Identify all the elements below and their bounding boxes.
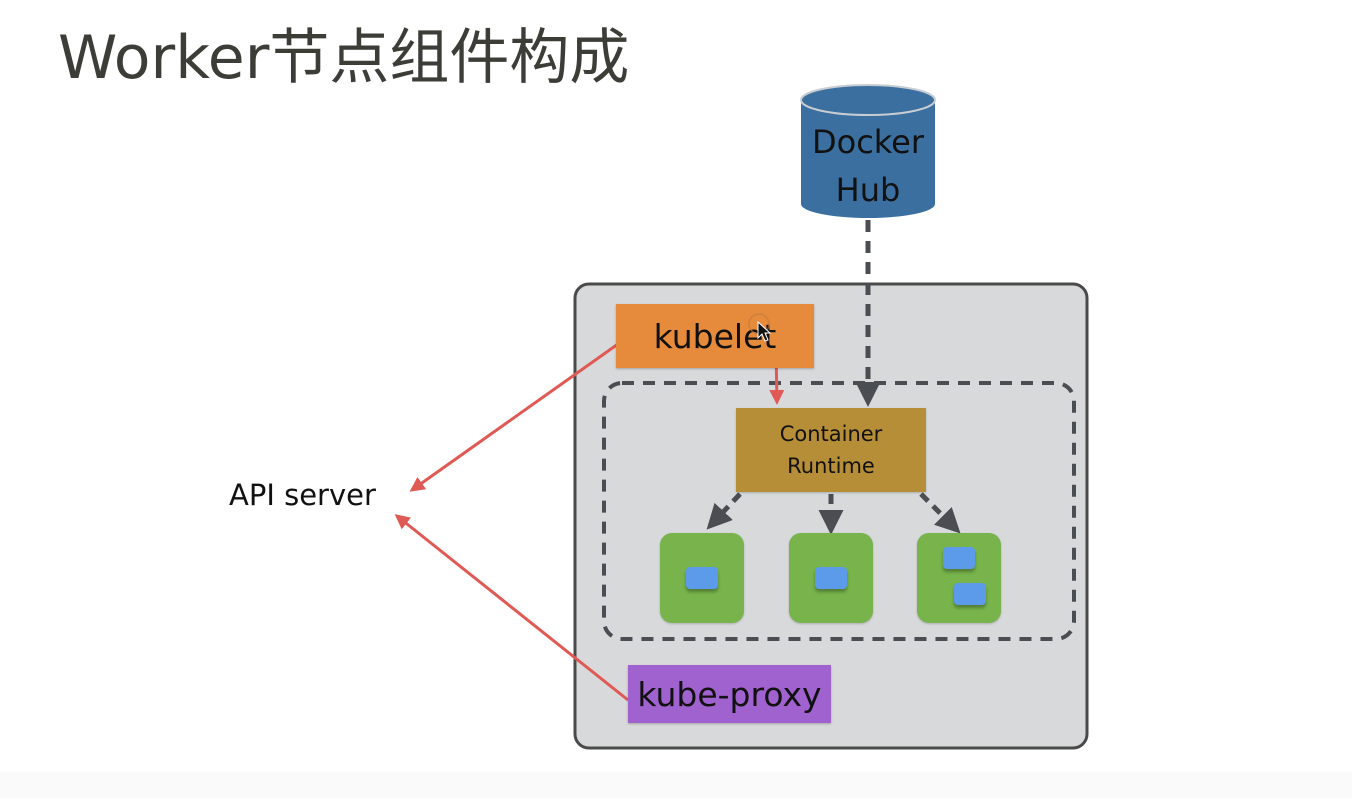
kube-proxy-box[interactable]: kube-proxy bbox=[628, 665, 831, 723]
docker-hub-cylinder-icon bbox=[800, 84, 936, 218]
docker-hub-label-line2: Hub bbox=[835, 171, 901, 209]
container-icon bbox=[954, 583, 986, 605]
docker-hub-label: Docker Hub bbox=[800, 118, 936, 214]
runtime-to-pod-3-arrow bbox=[919, 492, 961, 534]
api-server-label: API server bbox=[229, 478, 376, 512]
docker-hub-label-line1: Docker bbox=[811, 123, 925, 161]
container-icon bbox=[815, 567, 847, 589]
container-icon bbox=[943, 547, 975, 569]
runtime-to-pod-1-arrow bbox=[706, 492, 742, 530]
kubelet-to-api-server-arrow bbox=[409, 342, 619, 492]
kube-proxy-label: kube-proxy bbox=[637, 674, 822, 714]
container-runtime-label-line1: Container bbox=[779, 422, 883, 446]
slide-title: Worker节点组件构成 bbox=[58, 23, 630, 93]
kube-proxy-to-api-server-arrow bbox=[394, 514, 629, 702]
container-runtime-box[interactable]: Container Runtime bbox=[736, 408, 926, 492]
kubelet-box[interactable]: kubelet bbox=[616, 304, 814, 368]
pod-1[interactable] bbox=[660, 533, 744, 623]
pod-3[interactable] bbox=[917, 533, 1001, 623]
pod-area-boundary bbox=[602, 381, 1076, 641]
container-runtime-label-line2: Runtime bbox=[787, 454, 875, 478]
mouse-cursor-icon bbox=[748, 313, 772, 342]
pod-2[interactable] bbox=[789, 533, 873, 623]
container-icon bbox=[686, 567, 718, 589]
bottom-band bbox=[0, 772, 1352, 798]
kubelet-label: kubelet bbox=[653, 316, 777, 356]
